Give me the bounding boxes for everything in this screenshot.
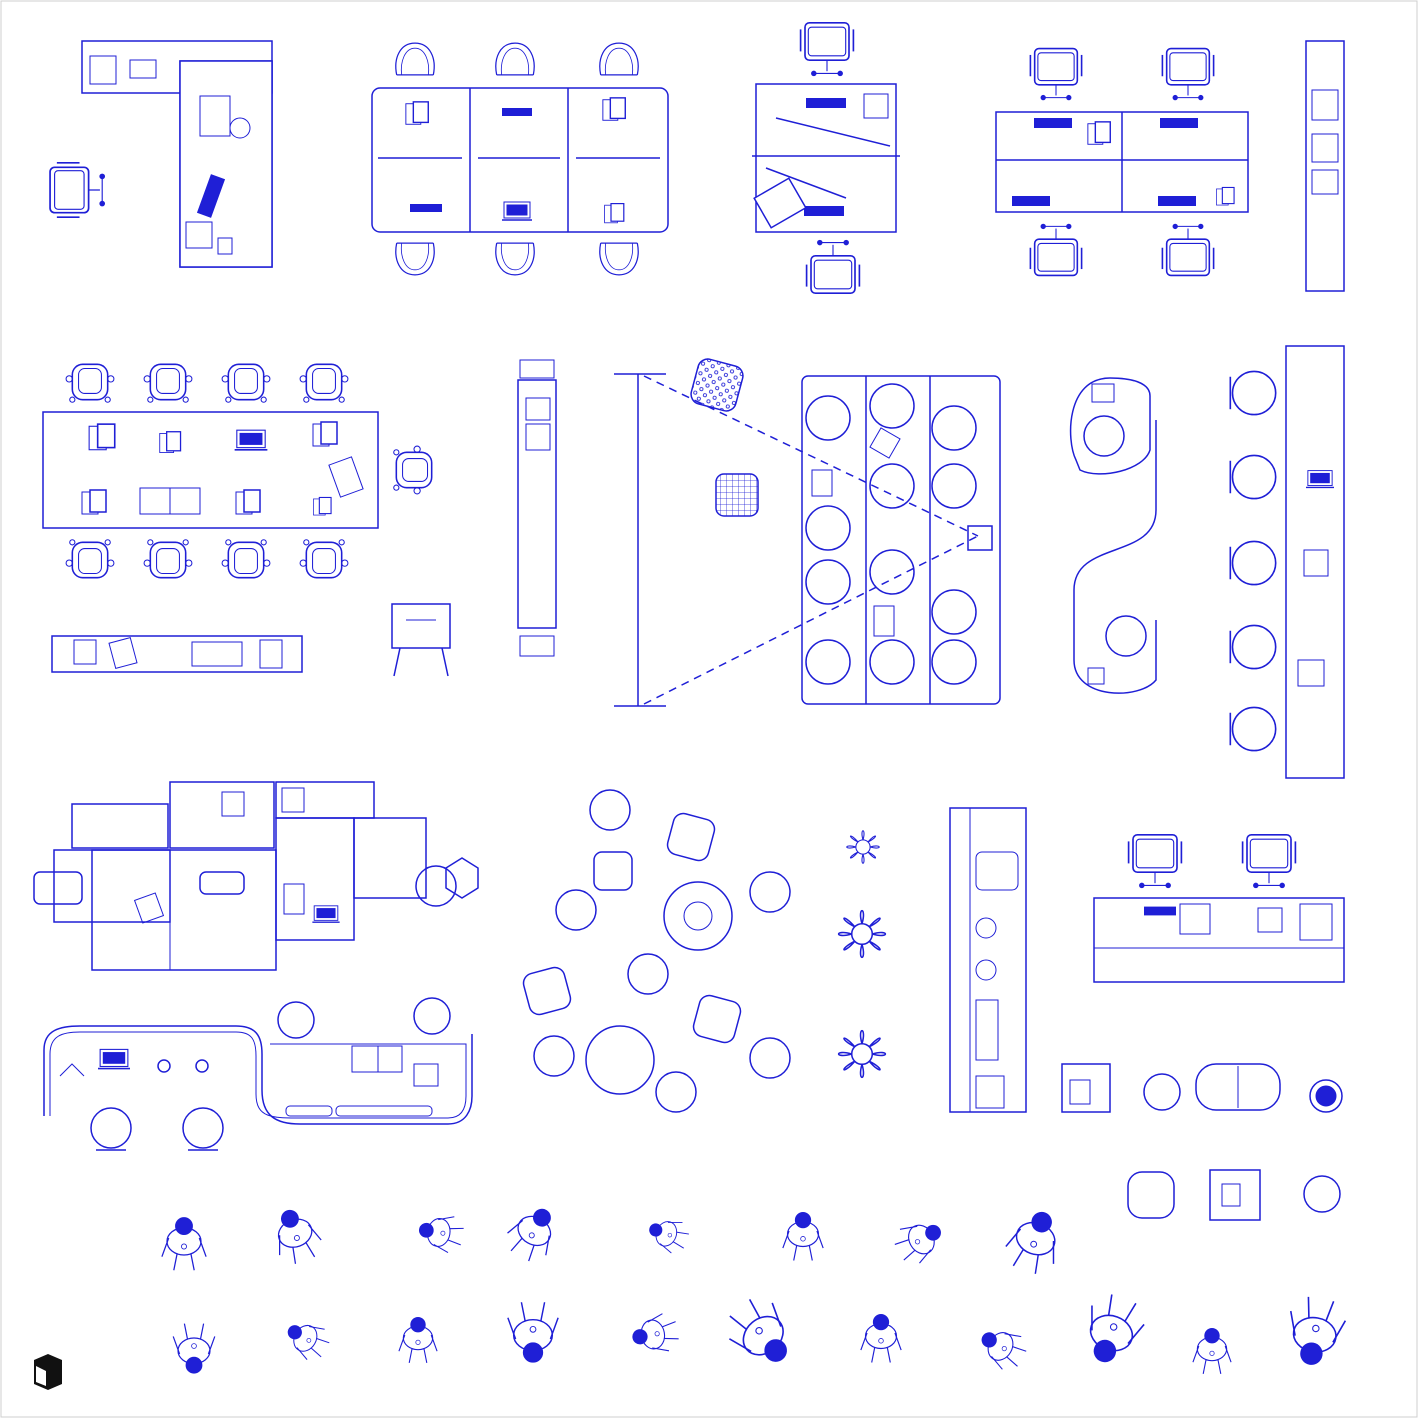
person-7 (888, 1211, 951, 1270)
person-10 (279, 1312, 335, 1366)
storage-rack (517, 359, 557, 657)
person-17 (1074, 1288, 1151, 1372)
scattered-poufs (522, 789, 791, 1113)
quad-workstation (995, 47, 1249, 277)
reception-desk (1093, 833, 1345, 983)
s-shaped-bench (1069, 377, 1157, 694)
two-person-desk (752, 21, 900, 295)
person-11 (398, 1316, 438, 1364)
person-9 (172, 1322, 216, 1374)
low-credenza (51, 635, 303, 673)
person-19 (1281, 1293, 1350, 1370)
conference-table-8 (42, 363, 433, 579)
bookshelf (949, 807, 1027, 1113)
person-13 (628, 1310, 682, 1358)
person-16 (972, 1319, 1033, 1376)
person-18 (1192, 1327, 1232, 1375)
potted-plants (837, 830, 887, 1079)
person-3 (415, 1210, 467, 1256)
seating-grid (801, 375, 1001, 705)
counter-with-stools (1229, 345, 1345, 779)
narrow-console (1305, 40, 1345, 292)
person-15 (859, 1313, 903, 1364)
person-5 (643, 1211, 693, 1258)
person-2 (265, 1202, 327, 1269)
l-shaped-desk (49, 40, 273, 268)
lounge-desk (43, 997, 473, 1151)
person-1 (161, 1216, 207, 1271)
cubicle-cluster (33, 781, 479, 971)
people-topview (161, 1198, 1350, 1378)
person-12 (507, 1301, 559, 1363)
brand-cube-icon (34, 1354, 62, 1390)
whiteboard-easel (391, 603, 451, 677)
person-6 (782, 1211, 824, 1262)
person-8 (999, 1203, 1070, 1280)
person-14 (717, 1288, 806, 1378)
side-tables (1061, 1063, 1343, 1221)
projector-screen (614, 358, 993, 707)
benching-desk-6 (371, 42, 669, 276)
person-4 (500, 1198, 566, 1268)
